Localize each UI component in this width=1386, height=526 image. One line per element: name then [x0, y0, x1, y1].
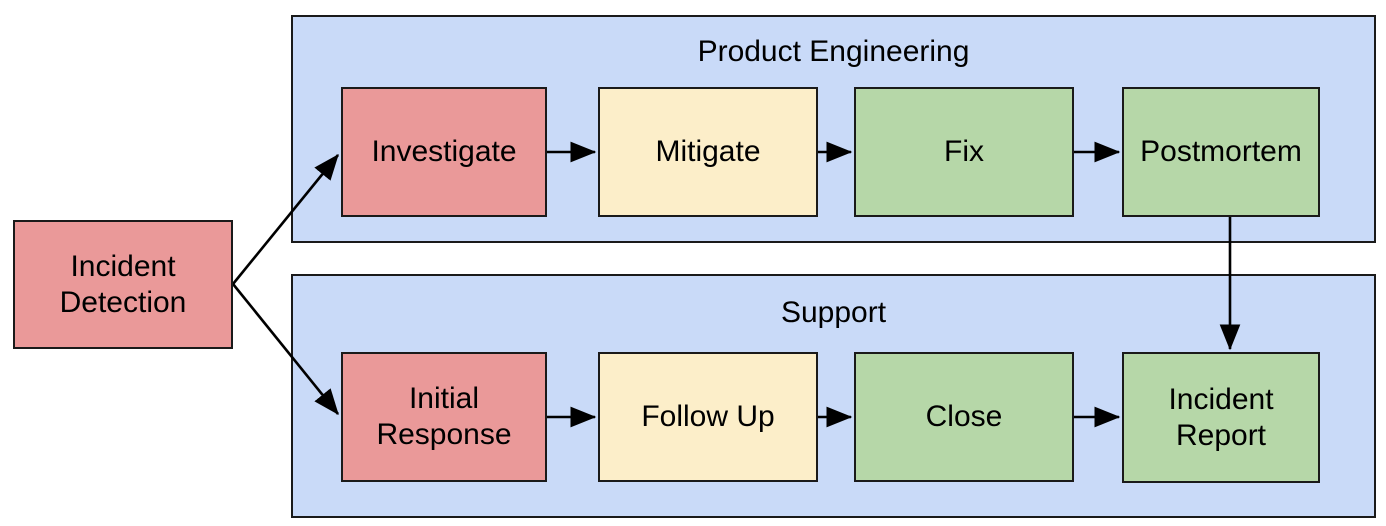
node-initial-response[interactable]: Initial Response	[341, 352, 547, 482]
node-mitigate[interactable]: Mitigate	[598, 87, 818, 217]
swimlane-title-support: Support	[780, 296, 887, 329]
node-fix[interactable]: Fix	[854, 87, 1074, 217]
node-investigate[interactable]: Investigate	[341, 87, 547, 217]
node-postmortem[interactable]: Postmortem	[1122, 87, 1320, 217]
node-close[interactable]: Close	[854, 352, 1074, 482]
swimlane-title-product-engineering: Product Engineering	[697, 35, 970, 68]
node-incident-detection[interactable]: Incident Detection	[13, 220, 233, 349]
node-incident-report[interactable]: Incident Report	[1122, 352, 1320, 483]
node-follow-up[interactable]: Follow Up	[598, 352, 818, 482]
